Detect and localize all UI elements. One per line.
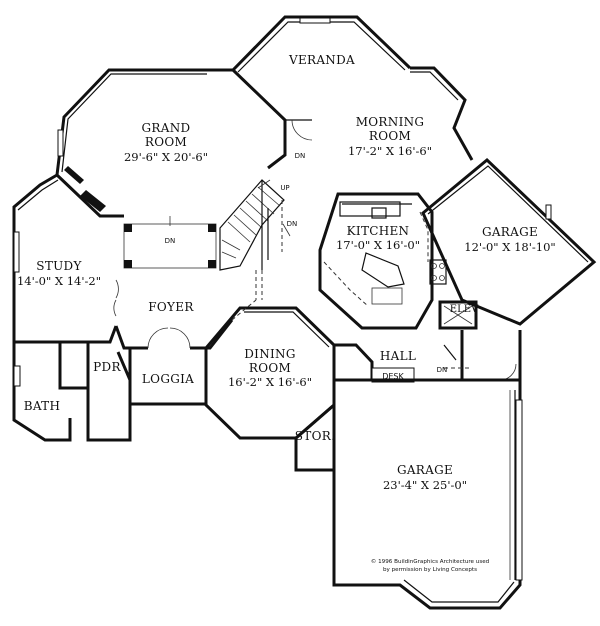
grand-foyer-gallery	[123, 223, 217, 269]
kitchen-counter-dash	[323, 261, 369, 307]
bath-wall	[12, 342, 72, 442]
dining-room-dims: 16'-2" X 16'-6"	[228, 375, 312, 389]
loggia-label: LOGGIA	[142, 372, 194, 386]
grand-room-label-2: ROOM	[145, 135, 187, 149]
veranda-wall	[231, 15, 412, 72]
dn-arrow-stair	[282, 223, 291, 237]
column	[124, 224, 132, 232]
kitchen-label: KITCHEN	[347, 224, 410, 238]
grand-room-wall	[55, 68, 233, 218]
garage-large-dims: 23'-4" X 25'-0"	[383, 478, 467, 492]
morning-room-inner	[410, 71, 459, 101]
entry-door-right	[169, 327, 191, 349]
pdr-label: PDR	[93, 360, 121, 374]
study-label: STUDY	[36, 259, 82, 273]
morning-room-wall	[410, 66, 474, 161]
column	[208, 260, 216, 268]
garage-door-panel	[515, 399, 523, 581]
hall-garage-door	[499, 363, 517, 381]
garage-large-wall	[332, 378, 522, 610]
dn-hall-label: DN	[437, 366, 448, 374]
foyer-front-wall	[114, 325, 148, 350]
grand-room-label-1: GRAND	[142, 121, 191, 135]
grand-room-inner-wall	[61, 73, 207, 173]
bath-label: BATH	[24, 399, 61, 413]
morning-room-dims: 17'-2" X 16'-6"	[348, 144, 432, 158]
window	[57, 129, 64, 157]
elevator-shaft	[438, 300, 478, 330]
kitchen-island	[361, 252, 405, 288]
morning-room-label-1: MORNING	[356, 115, 425, 129]
garage-large-label: GARAGE	[397, 463, 453, 477]
column	[124, 260, 132, 268]
study-dims: 14'-0" X 14'-2"	[17, 274, 101, 288]
foyer-front-wall-right	[190, 319, 234, 350]
copyright-line-2: by permission by Living Concepts	[383, 567, 477, 573]
garage-small-label: GARAGE	[482, 225, 538, 239]
hall-wall-left	[334, 343, 374, 380]
pdr-wall	[86, 351, 132, 442]
stor-label: STOR.	[295, 429, 335, 443]
up-arrow	[257, 179, 271, 189]
grand-morning-divider	[231, 68, 287, 170]
hall-wall-right	[460, 330, 522, 382]
hall-label: HALL	[380, 349, 416, 363]
study-door	[115, 279, 119, 299]
garage-small-wall	[421, 157, 597, 326]
kitchen-counter-top	[339, 201, 401, 217]
up-label: UP	[280, 184, 289, 192]
veranda-label: VERANDA	[288, 53, 355, 67]
elev-label: ELEV	[450, 304, 479, 315]
window	[13, 231, 20, 273]
fireplace	[80, 190, 106, 212]
window	[299, 17, 331, 24]
copyright-line-1: © 1996 BuildinGraphics Architecture used	[371, 558, 490, 565]
desk-label: DESK	[382, 372, 404, 381]
column	[208, 224, 216, 232]
staircase	[219, 179, 285, 271]
dn-stair-label: DN	[287, 220, 298, 228]
morning-room-label-2: ROOM	[369, 129, 411, 143]
dining-room-label-1: DINING	[244, 347, 296, 361]
dining-room-label-2: ROOM	[249, 361, 291, 375]
cooktop	[429, 259, 447, 285]
veranda-door-swing	[291, 119, 313, 141]
study-door-2	[113, 299, 117, 317]
grand-room-dims: 29'-6" X 20'-6"	[124, 150, 208, 164]
kitchen-sink	[371, 207, 387, 219]
dn-veranda-label: DN	[295, 152, 306, 160]
dn-grand-label: DN	[165, 237, 176, 245]
foyer-label: FOYER	[148, 300, 194, 314]
entry-door-left	[147, 327, 169, 349]
window	[545, 204, 552, 220]
garage-small-dims: 12'-0" X 18'-10"	[464, 240, 555, 254]
closet-wall	[58, 342, 90, 390]
kitchen-table	[371, 287, 403, 305]
window	[13, 365, 21, 387]
kitchen-wall	[318, 192, 434, 330]
kitchen-dims: 17'-0" X 16'-0"	[336, 238, 420, 252]
